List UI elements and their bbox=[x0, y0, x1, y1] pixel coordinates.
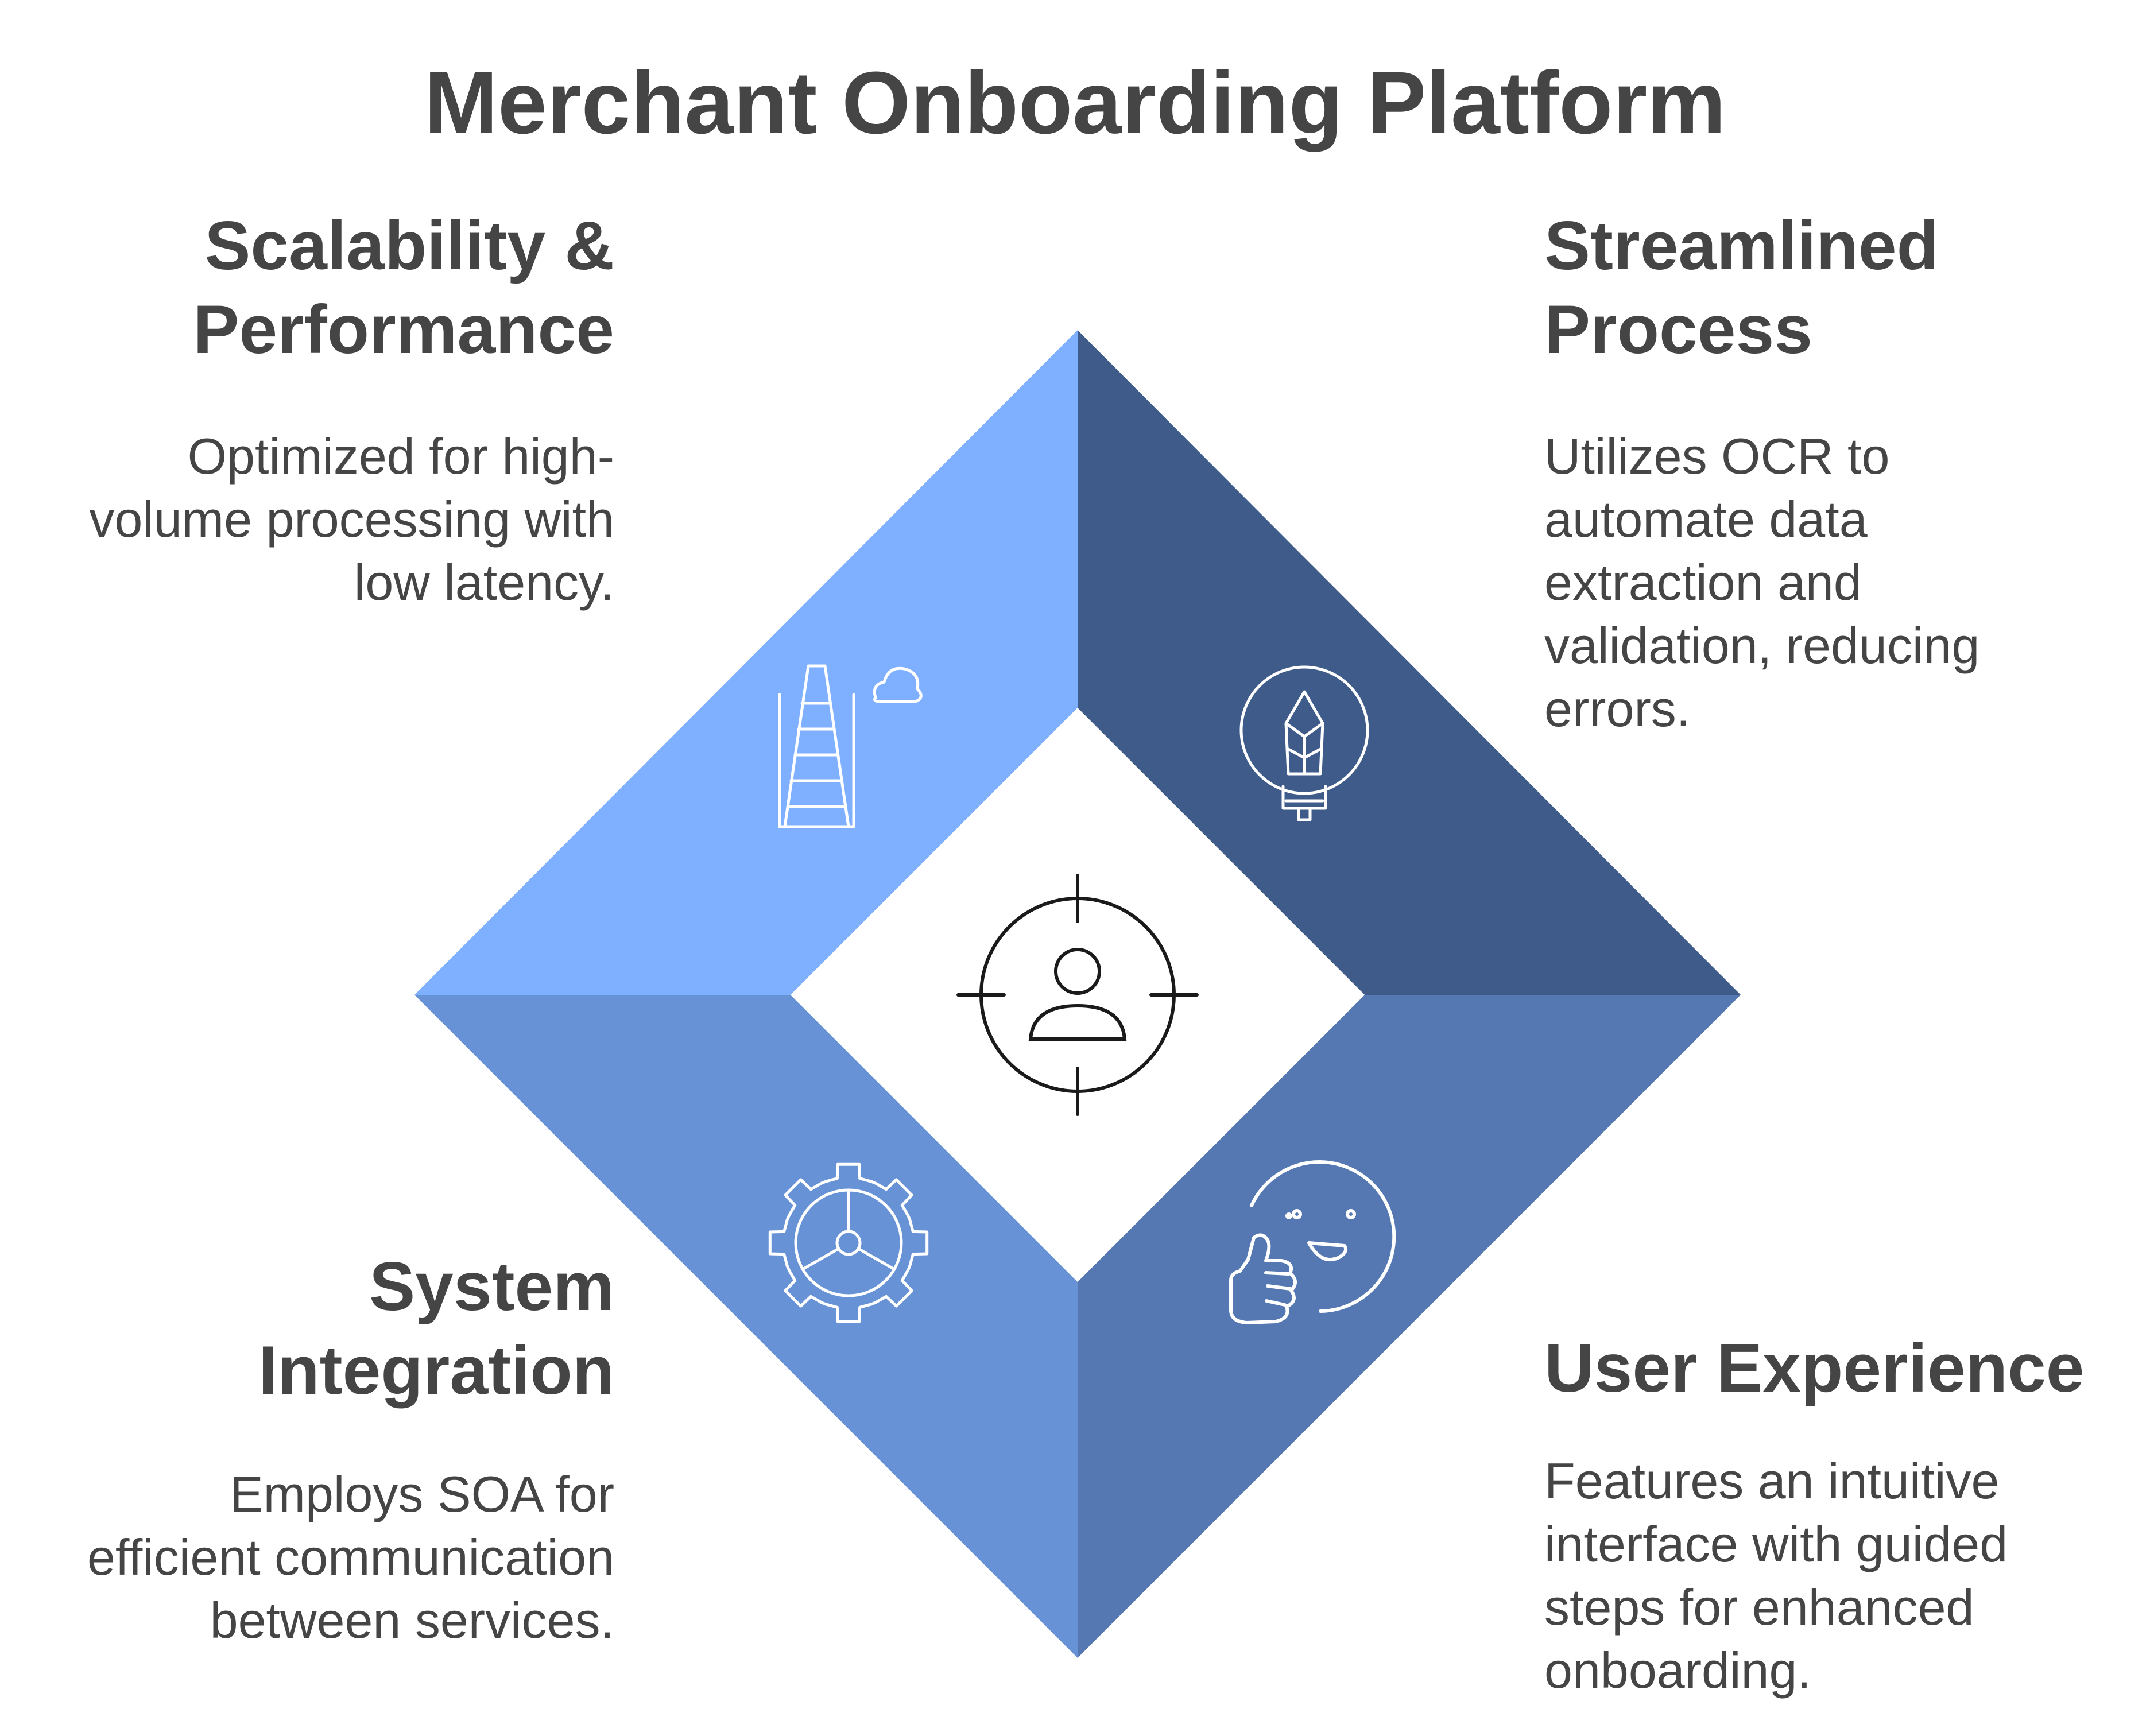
scalability-heading: Scalability & Performance bbox=[193, 204, 614, 371]
user-experience-description: Features an intuitive interface with gui… bbox=[1544, 1450, 2008, 1702]
description-line: Features an intuitive bbox=[1544, 1452, 2000, 1509]
description-line: onboarding. bbox=[1544, 1642, 1811, 1699]
user-experience-heading: User Experience bbox=[1544, 1326, 2085, 1410]
description-line: Employs SOA for bbox=[229, 1466, 614, 1522]
description-line: Utilizes OCR to bbox=[1544, 428, 1890, 485]
quadrant-top-right[interactable] bbox=[1078, 330, 1741, 995]
gear-icon bbox=[768, 1162, 929, 1323]
integration-description: Employs SOA for efficient communication … bbox=[87, 1463, 614, 1652]
target-user-icon bbox=[956, 874, 1199, 1116]
description-line: efficient communication bbox=[87, 1529, 614, 1586]
heading-line: Process bbox=[1544, 291, 1812, 368]
description-line: Optimized for high- bbox=[187, 428, 614, 485]
streamlined-heading: Streamlined Process bbox=[1544, 204, 1939, 371]
heading-line: System bbox=[369, 1248, 614, 1325]
quadrant-bottom-left[interactable] bbox=[414, 995, 1078, 1658]
pen-nib-bulb-icon bbox=[1239, 665, 1369, 822]
scalability-description: Optimized for high- volume processing wi… bbox=[89, 425, 614, 614]
heading-line: User Experience bbox=[1544, 1330, 2085, 1406]
heading-line: Integration bbox=[258, 1332, 614, 1409]
description-line: validation, reducing bbox=[1544, 617, 1980, 674]
description-line: interface with guided bbox=[1544, 1516, 2008, 1572]
streamlined-description: Utilizes OCR to automate data extraction… bbox=[1544, 425, 1979, 741]
quadrant-bottom-right[interactable] bbox=[1078, 995, 1741, 1658]
description-line: steps for enhanced bbox=[1544, 1579, 1974, 1636]
tower-cloud-icon bbox=[778, 664, 923, 828]
heading-line: Scalability & bbox=[204, 207, 614, 284]
heading-line: Performance bbox=[193, 291, 614, 368]
smiley-thumbs-up-icon bbox=[1229, 1160, 1396, 1324]
heading-line: Streamlined bbox=[1544, 207, 1939, 284]
integration-heading: System Integration bbox=[258, 1245, 614, 1412]
description-line: automate data bbox=[1544, 491, 1868, 548]
quadrant-top-left[interactable] bbox=[414, 330, 1078, 995]
description-line: volume processing with bbox=[89, 491, 614, 548]
page-title: Merchant Onboarding Platform bbox=[424, 53, 1726, 152]
description-line: between services. bbox=[210, 1592, 614, 1649]
description-line: low latency. bbox=[354, 554, 614, 611]
description-line: errors. bbox=[1544, 680, 1691, 737]
description-line: extraction and bbox=[1544, 554, 1862, 611]
